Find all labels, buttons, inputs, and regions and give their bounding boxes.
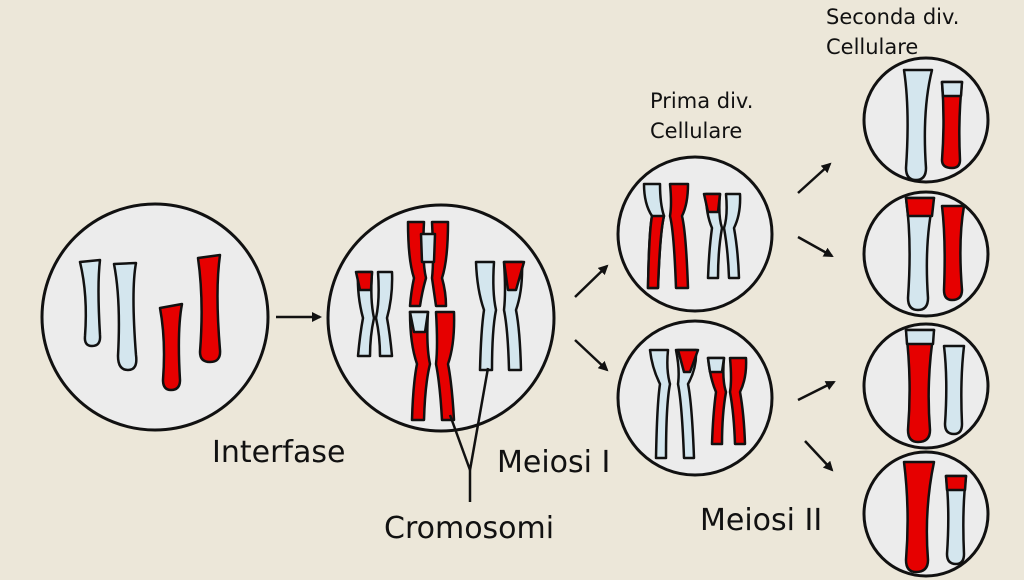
label-cromosomi: Cromosomi (384, 511, 554, 546)
chromosome-blue (112, 261, 138, 372)
arrow (797, 235, 834, 258)
arrow (797, 162, 832, 194)
label-meiosi-1: Meiosi I (497, 445, 610, 480)
arrow (574, 339, 609, 372)
arrow (574, 264, 609, 298)
chromosome-red (158, 302, 184, 392)
chromosome-blue (78, 258, 102, 348)
second-division-cell-1 (862, 56, 990, 184)
first-division-cell-bottom (616, 319, 774, 477)
label-seconda-div-line1: Seconda div. (826, 5, 959, 29)
label-seconda-div-line2: Cellulare (826, 35, 918, 59)
arrow (797, 380, 836, 402)
label-prima-div-line2: Cellulare (650, 119, 742, 143)
arrow (804, 440, 834, 472)
second-division-cell-3 (862, 322, 990, 450)
meiosis-1-cell (326, 203, 556, 433)
label-interfase: Interfase (212, 435, 345, 470)
second-division-cell-2 (862, 190, 990, 318)
cromosomi-pointer (448, 367, 490, 502)
second-division-cell-4 (862, 450, 990, 578)
label-prima-div-line1: Prima div. (650, 89, 753, 113)
chromosome-red (196, 253, 222, 364)
first-division-cell-top (616, 155, 774, 313)
interphase-cell (40, 202, 270, 432)
label-meiosi-2: Meiosi II (700, 503, 822, 538)
